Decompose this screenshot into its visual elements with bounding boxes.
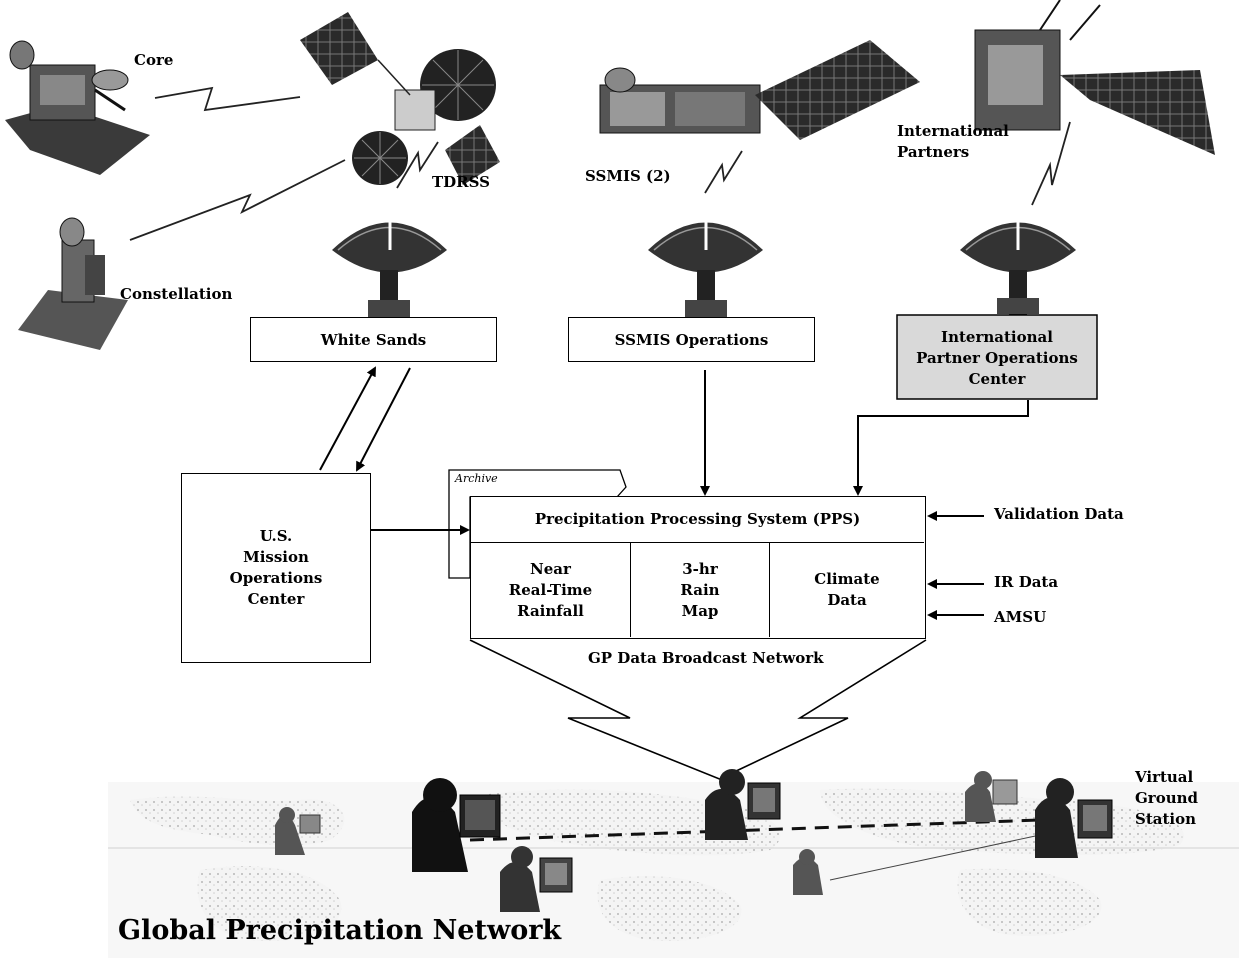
flow-arrows [319, 366, 1029, 620]
amsu-label: AMSU [994, 608, 1047, 626]
user-workstation-7-icon [1035, 778, 1113, 858]
pps-col2-line1: 3-hr [682, 559, 718, 578]
user-workstation-6-icon [965, 771, 1018, 822]
mission-ops-label-line2: Mission [243, 548, 309, 566]
pps-col1-line3: Rainfall [517, 601, 584, 620]
intl-ops-box-shape [896, 314, 1098, 400]
ssmis-dish-icon [648, 215, 763, 318]
pps-col3-line2: Data [827, 591, 867, 609]
tdrss-satellite-image [300, 12, 500, 185]
pps-col1-line1: Near [530, 559, 571, 578]
international-partners-label-line1: International [897, 122, 1009, 140]
white-sands-label: White Sands [320, 330, 427, 349]
validation-data-label: Validation Data [994, 505, 1124, 523]
user-workstation-4-icon [705, 769, 781, 840]
international-dish-icon [960, 215, 1076, 315]
international-partners-label-line2: Partners [897, 143, 970, 161]
pps-col1-line2: Real-Time [508, 580, 593, 599]
pps-3hr-rain-map: 3-hr Rain Map [631, 543, 770, 637]
ssmis-label: SSMIS (2) [585, 167, 671, 185]
constellation-label: Constellation [120, 285, 233, 303]
ssmis-satellite-image [599, 40, 920, 140]
constellation-satellite-image [18, 217, 128, 350]
pps-col2-line3: Map [681, 601, 719, 620]
intl-ops-box: International Partner Operations Center [897, 320, 1097, 396]
ssmis-operations-label: SSMIS Operations [614, 330, 769, 349]
dashed-network-link [469, 818, 1041, 842]
white-sands-box: White Sands [250, 317, 497, 362]
mission-ops-label-line3: Operations [229, 569, 323, 587]
pps-near-real-time-rainfall: Near Real-Time Rainfall [471, 543, 631, 637]
user-workstation-3-icon [500, 846, 573, 912]
core-satellite-image [5, 40, 150, 175]
virtual-station-label-line2: Ground [1135, 789, 1199, 807]
user-workstation-1-icon [275, 807, 321, 855]
broadcast-network-label: GP Data Broadcast Network [588, 649, 824, 667]
virtual-station-label-line1: Virtual [1135, 768, 1194, 786]
intl-ops-label-line2: Partner Operations [916, 348, 1078, 367]
core-label: Core [134, 51, 174, 69]
mission-ops-label-line4: Center [247, 590, 305, 608]
virtual-station-label-line3: Station [1135, 810, 1197, 828]
intl-ops-label-line3: Center [968, 369, 1026, 388]
user-workstation-5-icon [793, 849, 823, 895]
white-sands-dish-icon [332, 215, 447, 318]
tdrss-label: TDRSS [432, 173, 490, 191]
ssmis-operations-box: SSMIS Operations [568, 317, 815, 362]
pps-climate-data: Climate Data [770, 543, 924, 637]
user-workstation-2-icon [412, 778, 501, 872]
pps-box: Precipitation Processing System (PPS) Ne… [470, 496, 926, 639]
radio-links [129, 86, 1071, 241]
international-satellite-image [974, 0, 1215, 155]
mission-ops-center-box: U.S. Mission Operations Center [181, 473, 371, 663]
ir-data-label: IR Data [994, 573, 1059, 591]
pps-title: Precipitation Processing System (PPS) [471, 497, 924, 543]
archive-label: Archive [455, 472, 498, 485]
pps-col3-line1: Climate [814, 570, 880, 588]
mission-ops-label-line1: U.S. [259, 527, 293, 545]
intl-ops-label-line1: International [941, 327, 1053, 346]
thin-network-link [829, 834, 1041, 881]
network-title: Global Precipitation Network [118, 915, 562, 946]
pps-col2-line2: Rain [680, 580, 720, 599]
